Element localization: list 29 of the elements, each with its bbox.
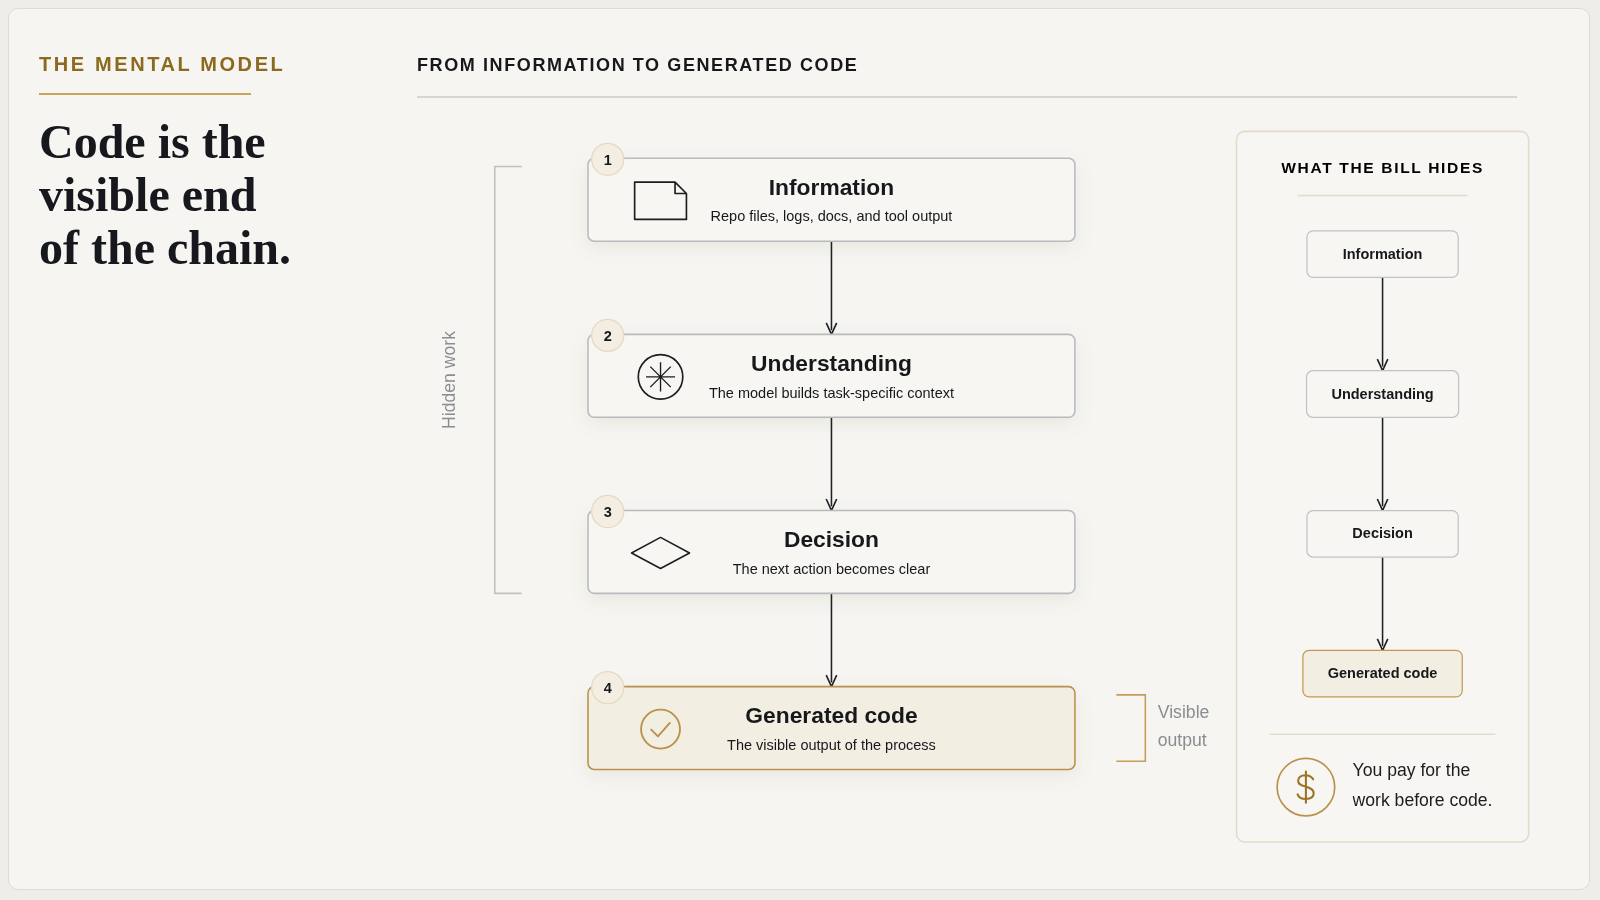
arrow [1376, 276, 1389, 372]
step-title: Understanding [751, 349, 912, 376]
step-number-badge: 2 [591, 318, 625, 353]
step-label: Generated code [1327, 664, 1438, 682]
arrow [1376, 416, 1389, 512]
bracket-label: Hidden work [439, 331, 460, 429]
arrow [825, 416, 838, 512]
step-label: Understanding [1331, 385, 1434, 402]
step-description: Repo files, logs, docs, and tool output [710, 208, 953, 225]
step-title: Generated code [745, 702, 918, 729]
step-number-badge: 4 [591, 670, 625, 705]
step-label: Decision [1352, 525, 1413, 542]
step-description: The next action becomes clear [732, 560, 931, 577]
step-label: Information [1342, 245, 1423, 262]
panel-title: WHAT THE BILL HIDES [1281, 157, 1484, 178]
bracket-label: Visible output [1157, 701, 1211, 752]
step-number-badge: 3 [591, 494, 625, 529]
step-title: Information [768, 173, 895, 200]
step-title: Decision [783, 526, 879, 552]
section-heading: FROM INFORMATION TO GENERATED CODE [417, 55, 859, 76]
title: Code is the visible end of the chain. [39, 115, 292, 274]
arrow [825, 592, 838, 688]
step-description: The model builds task-specific context [708, 384, 954, 401]
step-number-badge: 1 [591, 142, 625, 176]
note-text: You pay for the work before code. [1352, 759, 1494, 812]
step-description: The visible output of the process [727, 736, 936, 753]
arrow [825, 240, 838, 336]
arrow [1376, 556, 1389, 652]
eyebrow-text: THE MENTAL MODEL [39, 53, 286, 76]
